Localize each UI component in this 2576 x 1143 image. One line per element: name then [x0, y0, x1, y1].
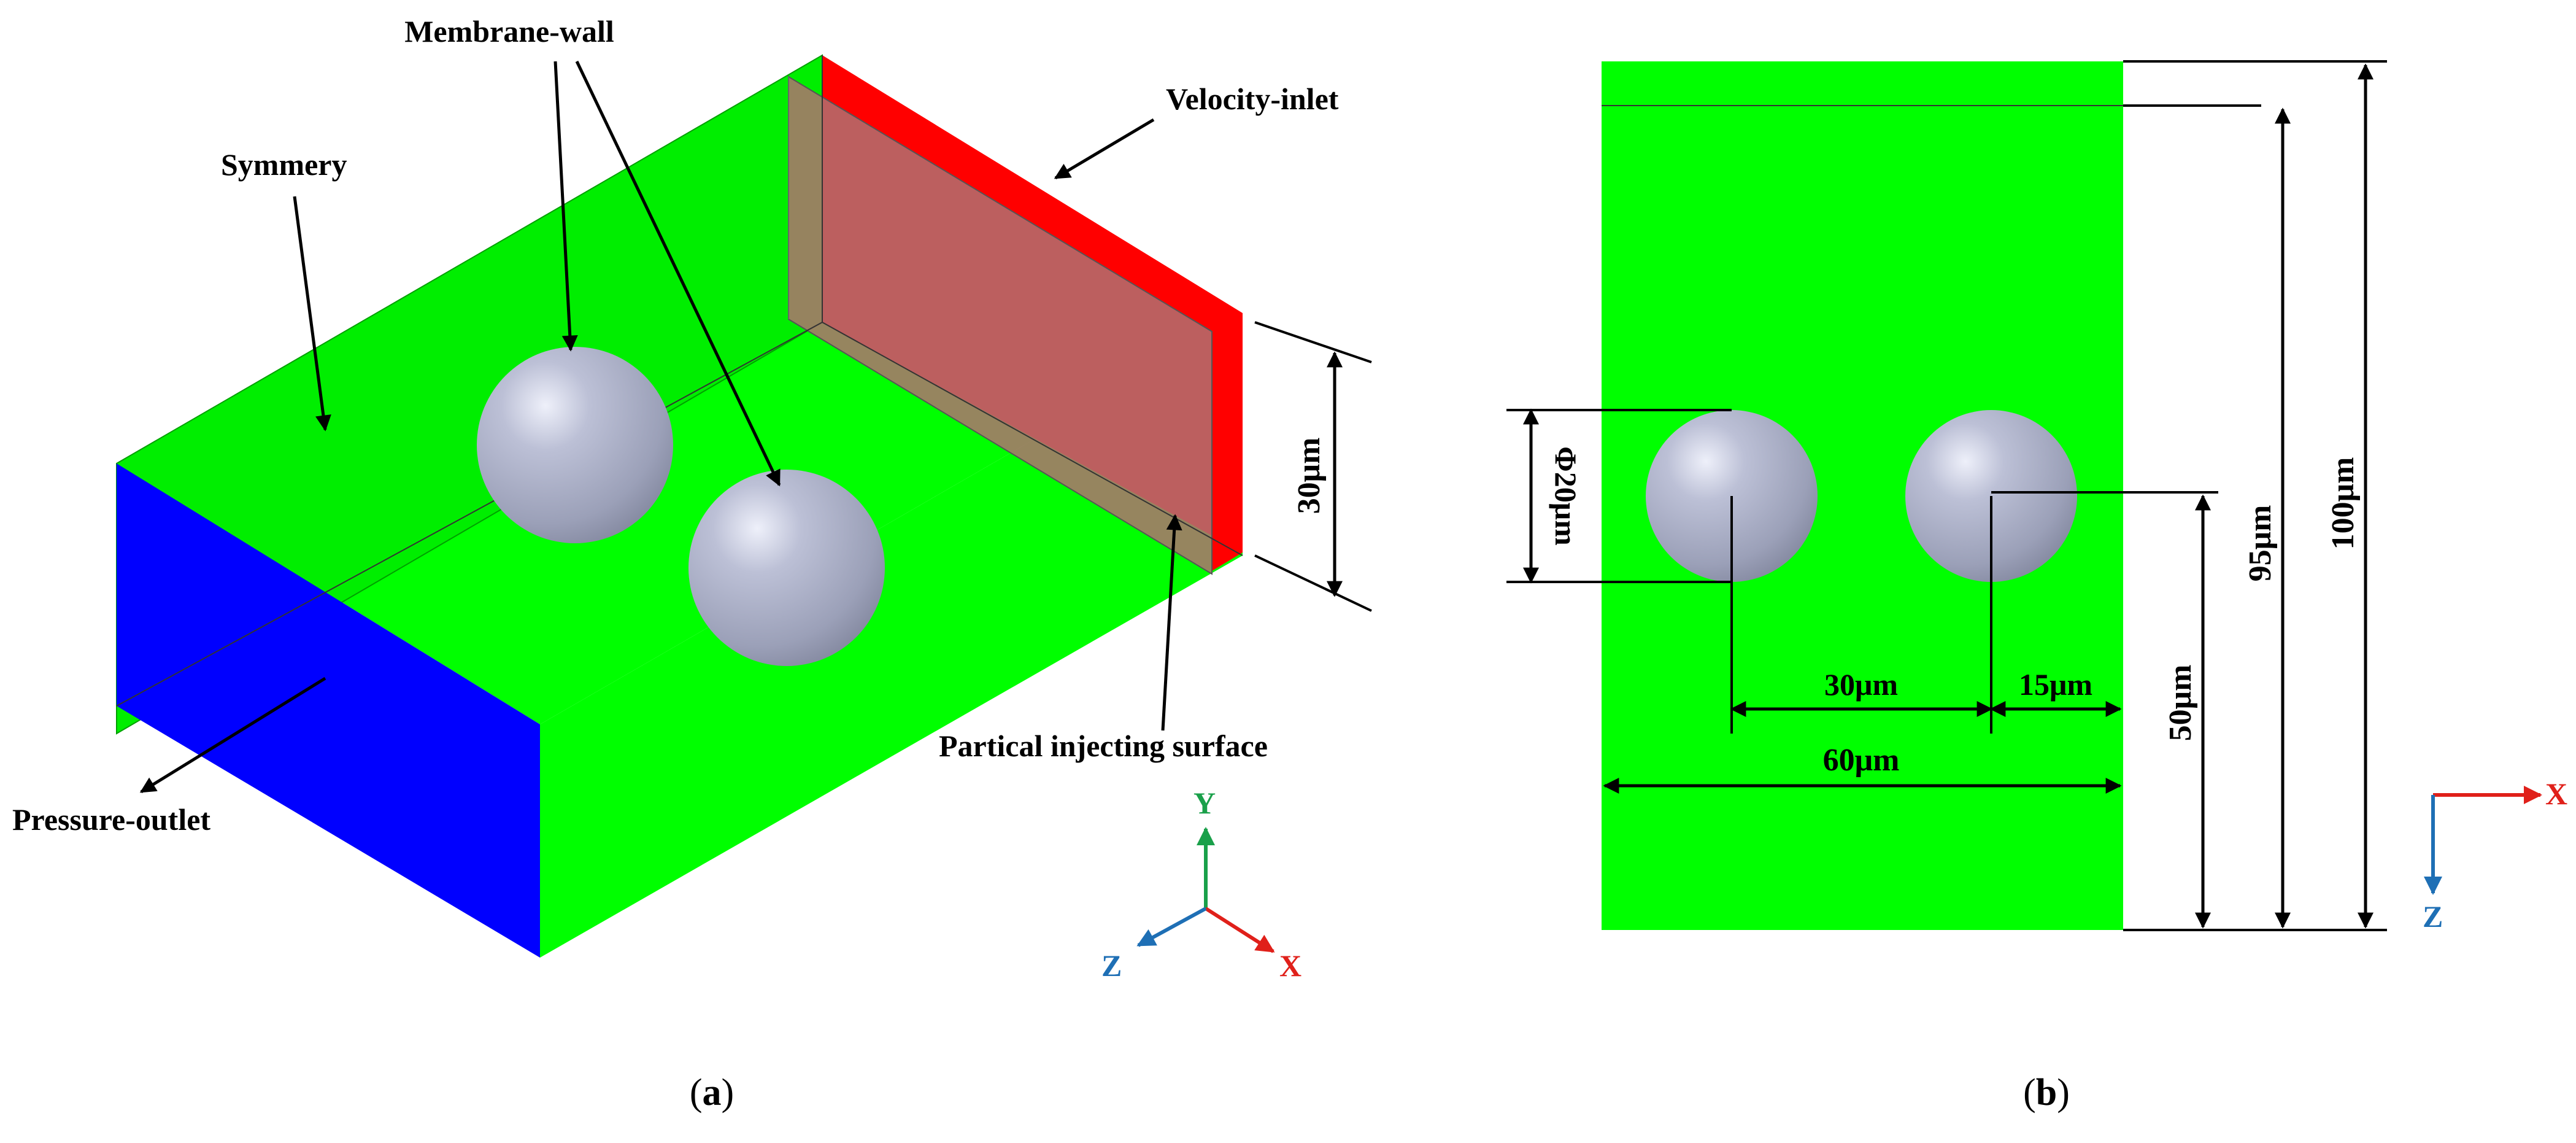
dim-total-length-label: 100μm: [2326, 457, 2361, 550]
injecting-surface-label: Partical injecting surface: [939, 729, 1268, 763]
edge: [116, 322, 823, 707]
panel-b-axis-triad: X Z: [2423, 777, 2567, 934]
symmetry-label: Symmery: [221, 147, 347, 182]
b-z-axis-label: Z: [2423, 899, 2443, 934]
panel-a-axis-triad: Y X Z: [1101, 786, 1301, 983]
pressure-outlet-label: Pressure-outlet: [12, 802, 210, 837]
dim-extension-top: [1254, 321, 1372, 363]
dim-extension-bottom: [1254, 554, 1372, 612]
dim-width-label: 60μm: [1823, 743, 1900, 778]
membrane-sphere-1: [477, 347, 673, 543]
dim-center-z-label: 50μm: [2163, 665, 2198, 742]
b-x-axis-label: X: [2545, 777, 2567, 811]
velocity-inlet-label: Velocity-inlet: [1166, 82, 1339, 116]
dim-inner-length-label: 95μm: [2243, 505, 2278, 582]
membrane-wall-label: Membrane-wall: [404, 14, 614, 48]
dim-height-label: 30μm: [1292, 438, 1327, 514]
pressure-outlet-face: [117, 463, 540, 958]
z-axis-label: Z: [1101, 948, 1122, 983]
y-axis-label: Y: [1194, 786, 1216, 820]
panel-a-annotations: Membrane-wall Velocity-inlet Symmery Pre…: [12, 14, 1372, 837]
velocity-inlet-arrow: [1054, 118, 1155, 180]
panel-b-top-view: [1602, 61, 2123, 930]
dim-spacing-label: 30μm: [1824, 667, 1898, 702]
z-axis-arrow: [1136, 907, 1207, 947]
membrane-sphere-2: [688, 470, 885, 666]
injecting-surface-arrow: [1161, 514, 1182, 731]
velocity-inlet-side: [1212, 313, 1243, 571]
caption-b: (b): [2023, 1072, 2070, 1114]
membrane-arrow-2: [575, 60, 781, 487]
panel-a-3d-domain: [116, 54, 1243, 958]
dim-diameter-label: Φ20μm: [1549, 446, 1583, 545]
caption-a: (a): [690, 1072, 734, 1114]
x-axis-label: X: [1279, 948, 1301, 983]
panel-b-dimensions: Φ20μm 30μm 15μm 60μm 50μm 95μm 100μm: [1506, 60, 2387, 931]
pressure-outlet-arrow: [139, 676, 326, 794]
dim-offset-label: 15μm: [2019, 667, 2092, 702]
x-axis-arrow: [1205, 907, 1275, 953]
membrane-arrow-1: [553, 61, 578, 352]
symmetry-arrow: [293, 196, 331, 432]
